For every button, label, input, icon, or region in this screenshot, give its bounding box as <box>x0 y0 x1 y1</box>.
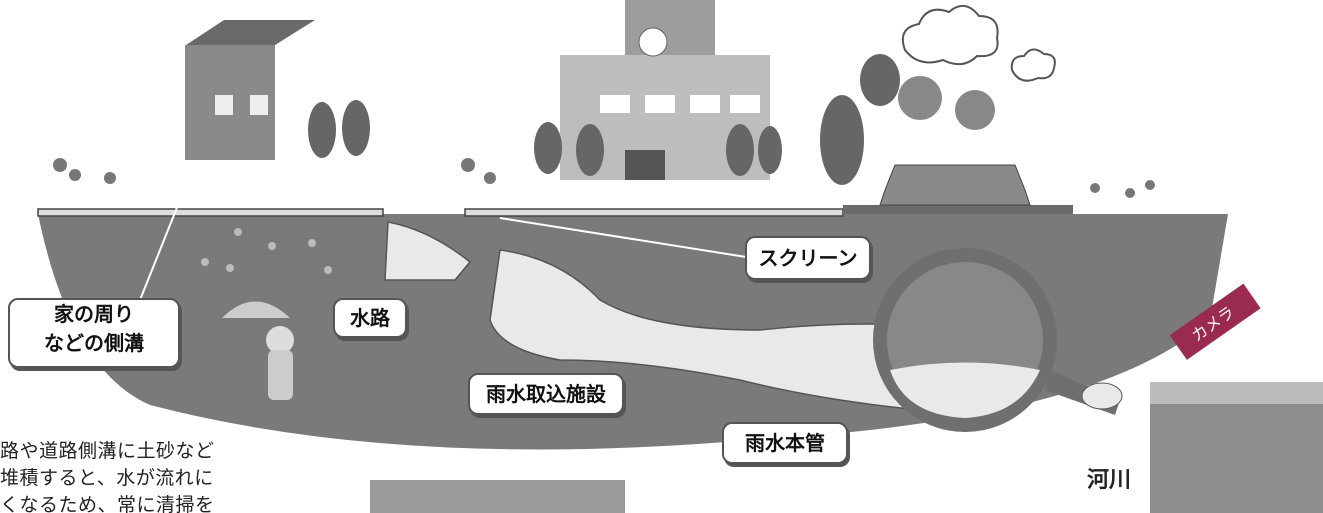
child-umbrella <box>222 301 294 400</box>
explanation-line-2: 堆積すると、水が流れに <box>0 467 214 489</box>
flowers <box>53 158 1155 198</box>
outlet-mouth <box>1081 382 1123 410</box>
main-pipe-label: 雨水本管 <box>722 422 848 464</box>
intake-label: 雨水取込施設 <box>468 373 624 415</box>
clouds <box>901 5 1056 82</box>
pipe-water <box>890 362 1040 418</box>
trees <box>308 54 900 185</box>
ground-surface <box>37 208 384 217</box>
rain-drops <box>201 228 332 274</box>
screen-label: スクリーン <box>745 236 871 280</box>
river-photo-band <box>1150 382 1323 404</box>
explanation-text: 路や道路側溝に土砂など 堆積すると、水が流れに くなるため、常に清掃を <box>0 438 300 513</box>
side-ditch-label: 家の周り などの側溝 <box>8 298 180 368</box>
water-channel <box>384 221 472 281</box>
side-ditch-line-1: 家の周り <box>54 302 134 326</box>
explanation-line-1: 路や道路側溝に土砂など <box>0 440 215 462</box>
ground-surface-2 <box>464 208 844 217</box>
channel-photo <box>370 480 625 513</box>
house <box>185 20 315 160</box>
leader-lines <box>139 199 1110 441</box>
explanation-line-3: くなるため、常に清掃を <box>0 494 215 513</box>
river-label: 河川 <box>1087 468 1132 493</box>
side-ditch-line-2: などの側溝 <box>44 331 144 355</box>
road-surface <box>843 205 1073 214</box>
channel-label: 水路 <box>333 298 407 338</box>
car <box>879 76 1031 206</box>
